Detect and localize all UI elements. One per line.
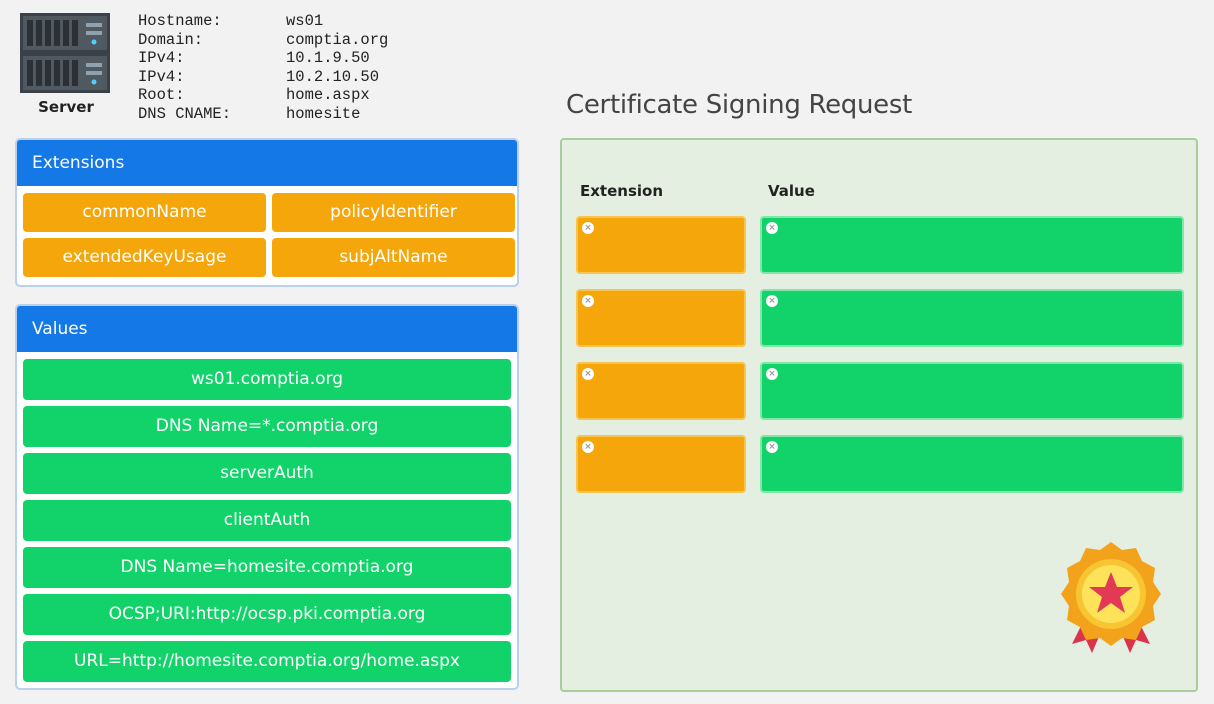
server-value: home.aspx (286, 86, 370, 105)
values-list: ws01.comptia.org DNS Name=*.comptia.org … (17, 352, 517, 682)
server-row-dns-cname: DNS CNAME: homesite (138, 105, 388, 124)
csr-value-slot-1[interactable]: × (760, 216, 1184, 274)
server-row-hostname: Hostname: ws01 (138, 12, 388, 31)
extensions-panel-title: Extensions (17, 140, 517, 186)
extension-chip-commonname[interactable]: commonName (23, 193, 266, 232)
server-key: Hostname: (138, 12, 222, 30)
remove-icon[interactable]: × (582, 441, 594, 453)
remove-icon[interactable]: × (582, 368, 594, 380)
value-chip[interactable]: serverAuth (23, 453, 511, 494)
value-chip[interactable]: clientAuth (23, 500, 511, 541)
remove-icon[interactable]: × (582, 222, 594, 234)
values-panel: Values ws01.comptia.org DNS Name=*.compt… (15, 304, 519, 690)
value-chip[interactable]: OCSP;URI:http://ocsp.pki.comptia.org (23, 594, 511, 635)
server-key: Root: (138, 86, 185, 105)
server-row-domain: Domain: comptia.org (138, 31, 388, 50)
csr-value-slot-3[interactable]: × (760, 362, 1184, 420)
server-key: Domain: (138, 30, 204, 49)
server-value: ws01 (286, 12, 324, 30)
value-chip[interactable]: URL=http://homesite.comptia.org/home.asp… (23, 641, 511, 682)
server-key: IPv4: (138, 49, 185, 68)
extensions-list: commonName policyIdentifier extendedKeyU… (17, 186, 517, 277)
server-value: 10.2.10.50 (286, 67, 380, 86)
value-column-header: Value (768, 182, 815, 200)
extension-column-header: Extension (580, 182, 663, 200)
value-chip[interactable]: DNS Name=homesite.comptia.org (23, 547, 511, 588)
extension-chip-extendedkeyusage[interactable]: extendedKeyUsage (23, 238, 266, 277)
server-value: comptia.org (286, 30, 389, 49)
server-key: IPv4: (138, 67, 185, 86)
server-value: 10.1.9.50 (286, 49, 370, 68)
server-rack-icon (20, 13, 110, 93)
remove-icon[interactable]: × (766, 368, 778, 380)
server-value: homesite (286, 104, 361, 123)
award-badge-icon (1061, 542, 1161, 653)
csr-value-slot-2[interactable]: × (760, 289, 1184, 347)
server-row-ipv4-1: IPv4: 10.1.9.50 (138, 49, 388, 68)
values-panel-title: Values (17, 306, 517, 352)
extension-chip-subjaltname[interactable]: subjAltName (272, 238, 515, 277)
extensions-panel: Extensions commonName policyIdentifier e… (15, 138, 519, 287)
csr-extension-slot-1[interactable]: × (576, 216, 746, 274)
extension-chip-policyidentifier[interactable]: policyIdentifier (272, 193, 515, 232)
server-key: DNS CNAME: (138, 104, 232, 123)
csr-extension-slot-4[interactable]: × (576, 435, 746, 493)
remove-icon[interactable]: × (766, 222, 778, 234)
remove-icon[interactable]: × (766, 295, 778, 307)
csr-extension-slot-2[interactable]: × (576, 289, 746, 347)
value-chip[interactable]: ws01.comptia.org (23, 359, 511, 400)
csr-title: Certificate Signing Request (566, 90, 913, 120)
server-info: Hostname: ws01 Domain: comptia.org IPv4:… (138, 12, 388, 124)
csr-extension-slot-3[interactable]: × (576, 362, 746, 420)
csr-value-slot-4[interactable]: × (760, 435, 1184, 493)
server-label: Server (38, 98, 94, 116)
remove-icon[interactable]: × (582, 295, 594, 307)
server-row-ipv4-2: IPv4: 10.2.10.50 (138, 68, 388, 87)
remove-icon[interactable]: × (766, 441, 778, 453)
value-chip[interactable]: DNS Name=*.comptia.org (23, 406, 511, 447)
server-row-root: Root: home.aspx (138, 86, 388, 105)
